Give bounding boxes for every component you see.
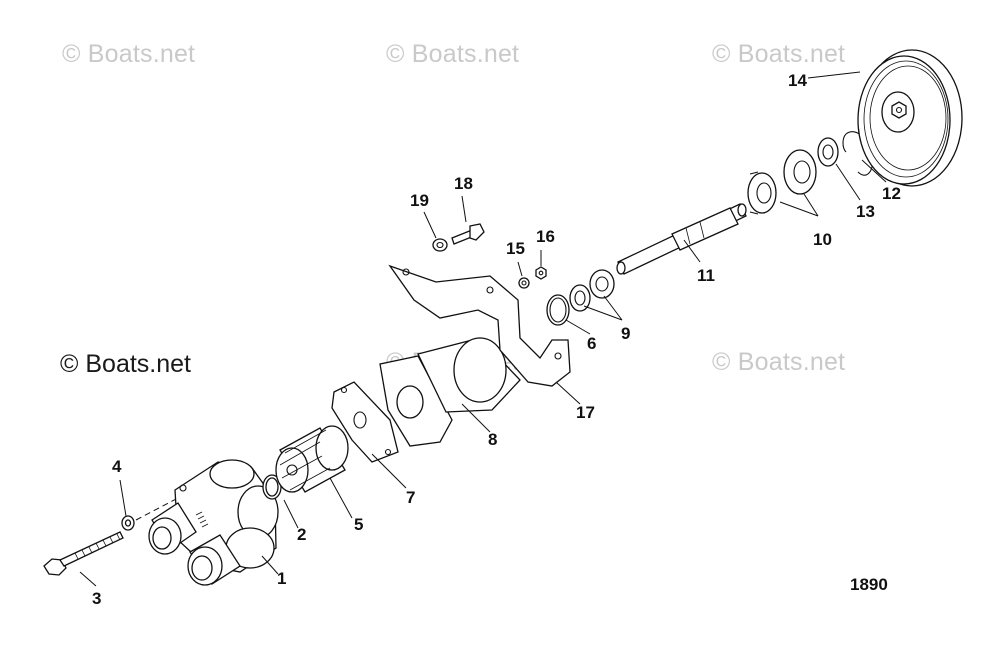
part-19-nut	[432, 238, 448, 252]
alignment-line	[135, 497, 179, 521]
callout-4: 4	[112, 457, 122, 476]
part-16-nut	[535, 266, 547, 280]
callout-17: 17	[576, 403, 595, 422]
watermark-boats-net: © Boats.net	[60, 350, 191, 378]
part-10-bearings	[747, 149, 817, 215]
callout-2: 2	[297, 525, 307, 544]
watermark-top-left: © Boats.net	[62, 40, 196, 68]
callout-9: 9	[621, 324, 631, 343]
callout-10: 10	[813, 230, 832, 249]
callout-6: 6	[587, 334, 597, 353]
leader-lines	[79, 71, 887, 587]
callout-1: 1	[277, 569, 287, 588]
part-11-shaft	[616, 203, 747, 275]
watermark-middle-right: © Boats.net	[712, 348, 846, 376]
part-2-o-ring	[262, 474, 282, 500]
part-17-bracket	[388, 264, 571, 387]
callout-14: 14	[788, 71, 807, 90]
part-9-seals	[569, 269, 615, 312]
part-3-bolt	[43, 531, 124, 576]
callout-7: 7	[406, 488, 416, 507]
callout-13: 13	[856, 202, 875, 221]
callout-5: 5	[354, 515, 364, 534]
part-1-pump-body	[148, 459, 279, 586]
part-13-washer	[817, 137, 839, 167]
part-18-bolt	[451, 223, 485, 245]
part-14-pulley	[857, 49, 963, 187]
part-6-snap-ring	[546, 294, 570, 326]
callout-18: 18	[454, 174, 473, 193]
part-8-housing	[379, 337, 521, 447]
part-5-impeller	[275, 425, 349, 493]
callout-16: 16	[536, 227, 555, 246]
watermark-top-center: © Boats.net	[386, 40, 520, 68]
watermark-top-right: © Boats.net	[712, 40, 846, 68]
callout-11: 11	[697, 266, 715, 285]
part-7-gasket	[331, 381, 399, 463]
part-15-washer	[518, 277, 530, 289]
callout-8: 8	[488, 430, 498, 449]
callout-3: 3	[92, 589, 102, 608]
callout-19: 19	[410, 191, 429, 210]
part-4-washer	[121, 515, 135, 531]
callout-15: 15	[506, 239, 525, 258]
diagram-reference-code: 1890	[850, 575, 888, 594]
callout-12: 12	[882, 184, 901, 203]
